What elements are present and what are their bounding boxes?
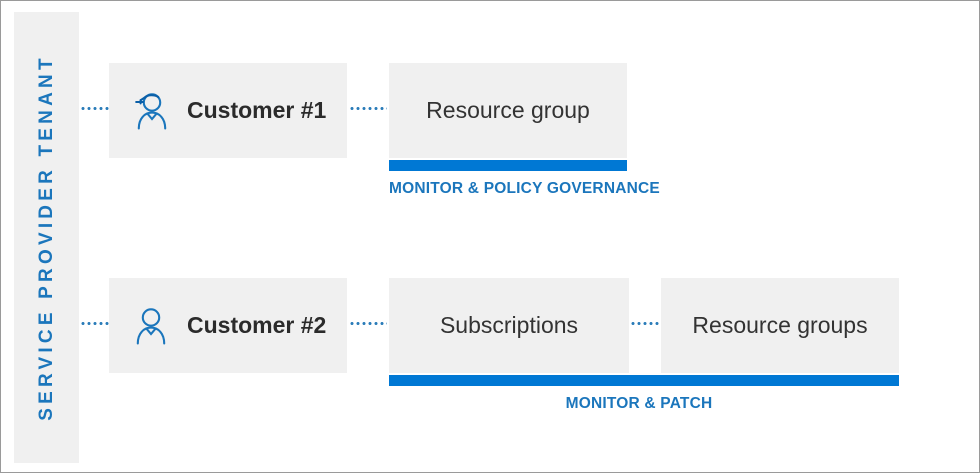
person-headset-icon xyxy=(135,92,167,130)
subscriptions-box[interactable]: Subscriptions xyxy=(389,278,629,373)
connector-tenant-to-customer-2 xyxy=(80,322,109,325)
resource-group-label: Resource group xyxy=(426,97,590,123)
customer-1-label: Customer #1 xyxy=(187,97,327,123)
connector-customer-2-to-subscriptions xyxy=(349,322,387,325)
service-provider-tenant-label: SERVICE PROVIDER TENANT xyxy=(35,54,57,421)
resource-group-box[interactable]: Resource group xyxy=(389,63,627,158)
resource-groups-box[interactable]: Resource groups xyxy=(661,278,899,373)
connector-customer-1-to-resource-group xyxy=(349,107,387,110)
monitor-patch-bar xyxy=(389,375,899,386)
monitor-policy-governance-bar xyxy=(389,160,627,171)
service-provider-tenant-band: SERVICE PROVIDER TENANT xyxy=(14,12,79,463)
customer-2-box[interactable]: Customer #2 xyxy=(109,278,347,373)
customer-2-label: Customer #2 xyxy=(187,312,327,338)
resource-groups-label: Resource groups xyxy=(692,312,868,338)
connector-subscriptions-to-resource-groups xyxy=(630,322,661,325)
monitor-patch-caption: MONITOR & PATCH xyxy=(565,395,713,412)
person-icon xyxy=(136,307,166,345)
connector-tenant-to-customer-1 xyxy=(80,107,109,110)
customer-1-box[interactable]: Customer #1 xyxy=(109,63,347,158)
monitor-policy-governance-caption: MONITOR & POLICY GOVERNANCE xyxy=(389,180,660,197)
subscriptions-label: Subscriptions xyxy=(439,312,579,338)
